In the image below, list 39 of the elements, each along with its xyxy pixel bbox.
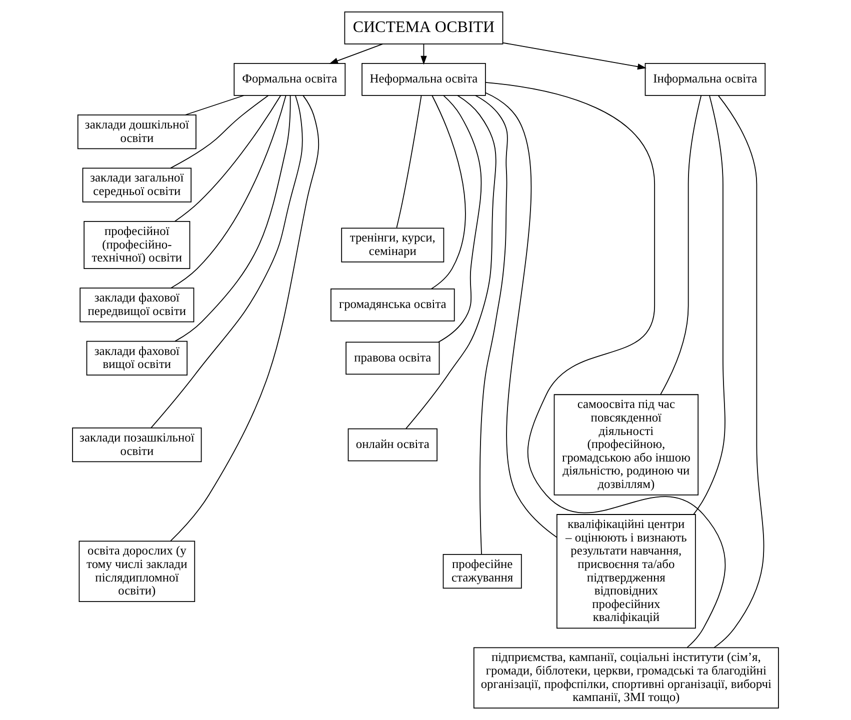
connector (170, 95, 269, 169)
node-box: тренінги, курси, семінари (341, 228, 444, 262)
connector (174, 94, 282, 222)
connector (485, 92, 558, 538)
node-box: громадянська освіта (330, 288, 455, 322)
connector (438, 95, 482, 343)
node-box: самоосвіта під час повсякденної діяльності (професійною, громадською або іншою діяльністю, родиною чи дозвіллям) (554, 394, 699, 496)
node-box: правова освіта (346, 342, 440, 375)
node-box: онлайн освіта (348, 428, 438, 462)
node-box: заклади загальної середньої освіти (82, 168, 192, 202)
connector (184, 95, 244, 116)
connector (430, 95, 466, 290)
arrow (502, 42, 646, 70)
connector (475, 95, 508, 555)
node-box: Неформальна освіта (362, 63, 486, 96)
connector (396, 95, 422, 228)
connector (406, 95, 496, 429)
connector (174, 95, 291, 342)
connector (150, 95, 303, 428)
connector (170, 95, 286, 288)
node-box: професійне стажування (442, 554, 522, 589)
arrow (329, 44, 384, 64)
node-box: Інформальна освіта (644, 63, 766, 96)
node-box: Формальна освіта (234, 63, 346, 96)
connector (714, 95, 764, 648)
node-box: заклади фахової передвищої освіти (80, 288, 194, 322)
node-box: СИСТЕМА ОСВІТИ (344, 12, 504, 44)
node-box: підприємства, кампанії, соціальні інститути (сім’я, громади, біблотеки, церкви, громадські та благодійні організації, профспілки, спортивні організації, виборчі кампанії, ЗМІ тощо) (473, 647, 779, 709)
connector (170, 95, 320, 542)
connector (660, 95, 702, 395)
arrow (420, 44, 427, 65)
node-box: освіта дорослих (у тому числі заклади післядипломної освіти) (78, 540, 196, 602)
node-box: заклади фахової вищої освіти (86, 340, 188, 376)
node-box: заклади позашкільної освіти (72, 427, 202, 462)
connector (693, 95, 726, 515)
node-box: заклади дошкільної освіти (77, 114, 196, 150)
node-box: кваліфікаційні центри – оцінюють і визнають результати навчання, присвоєння та/або підтвердження відповідних професійних кваліфікацій (556, 514, 696, 629)
node-box: професійної (професійно-технічної) освіти (84, 221, 190, 269)
connector (485, 82, 726, 648)
